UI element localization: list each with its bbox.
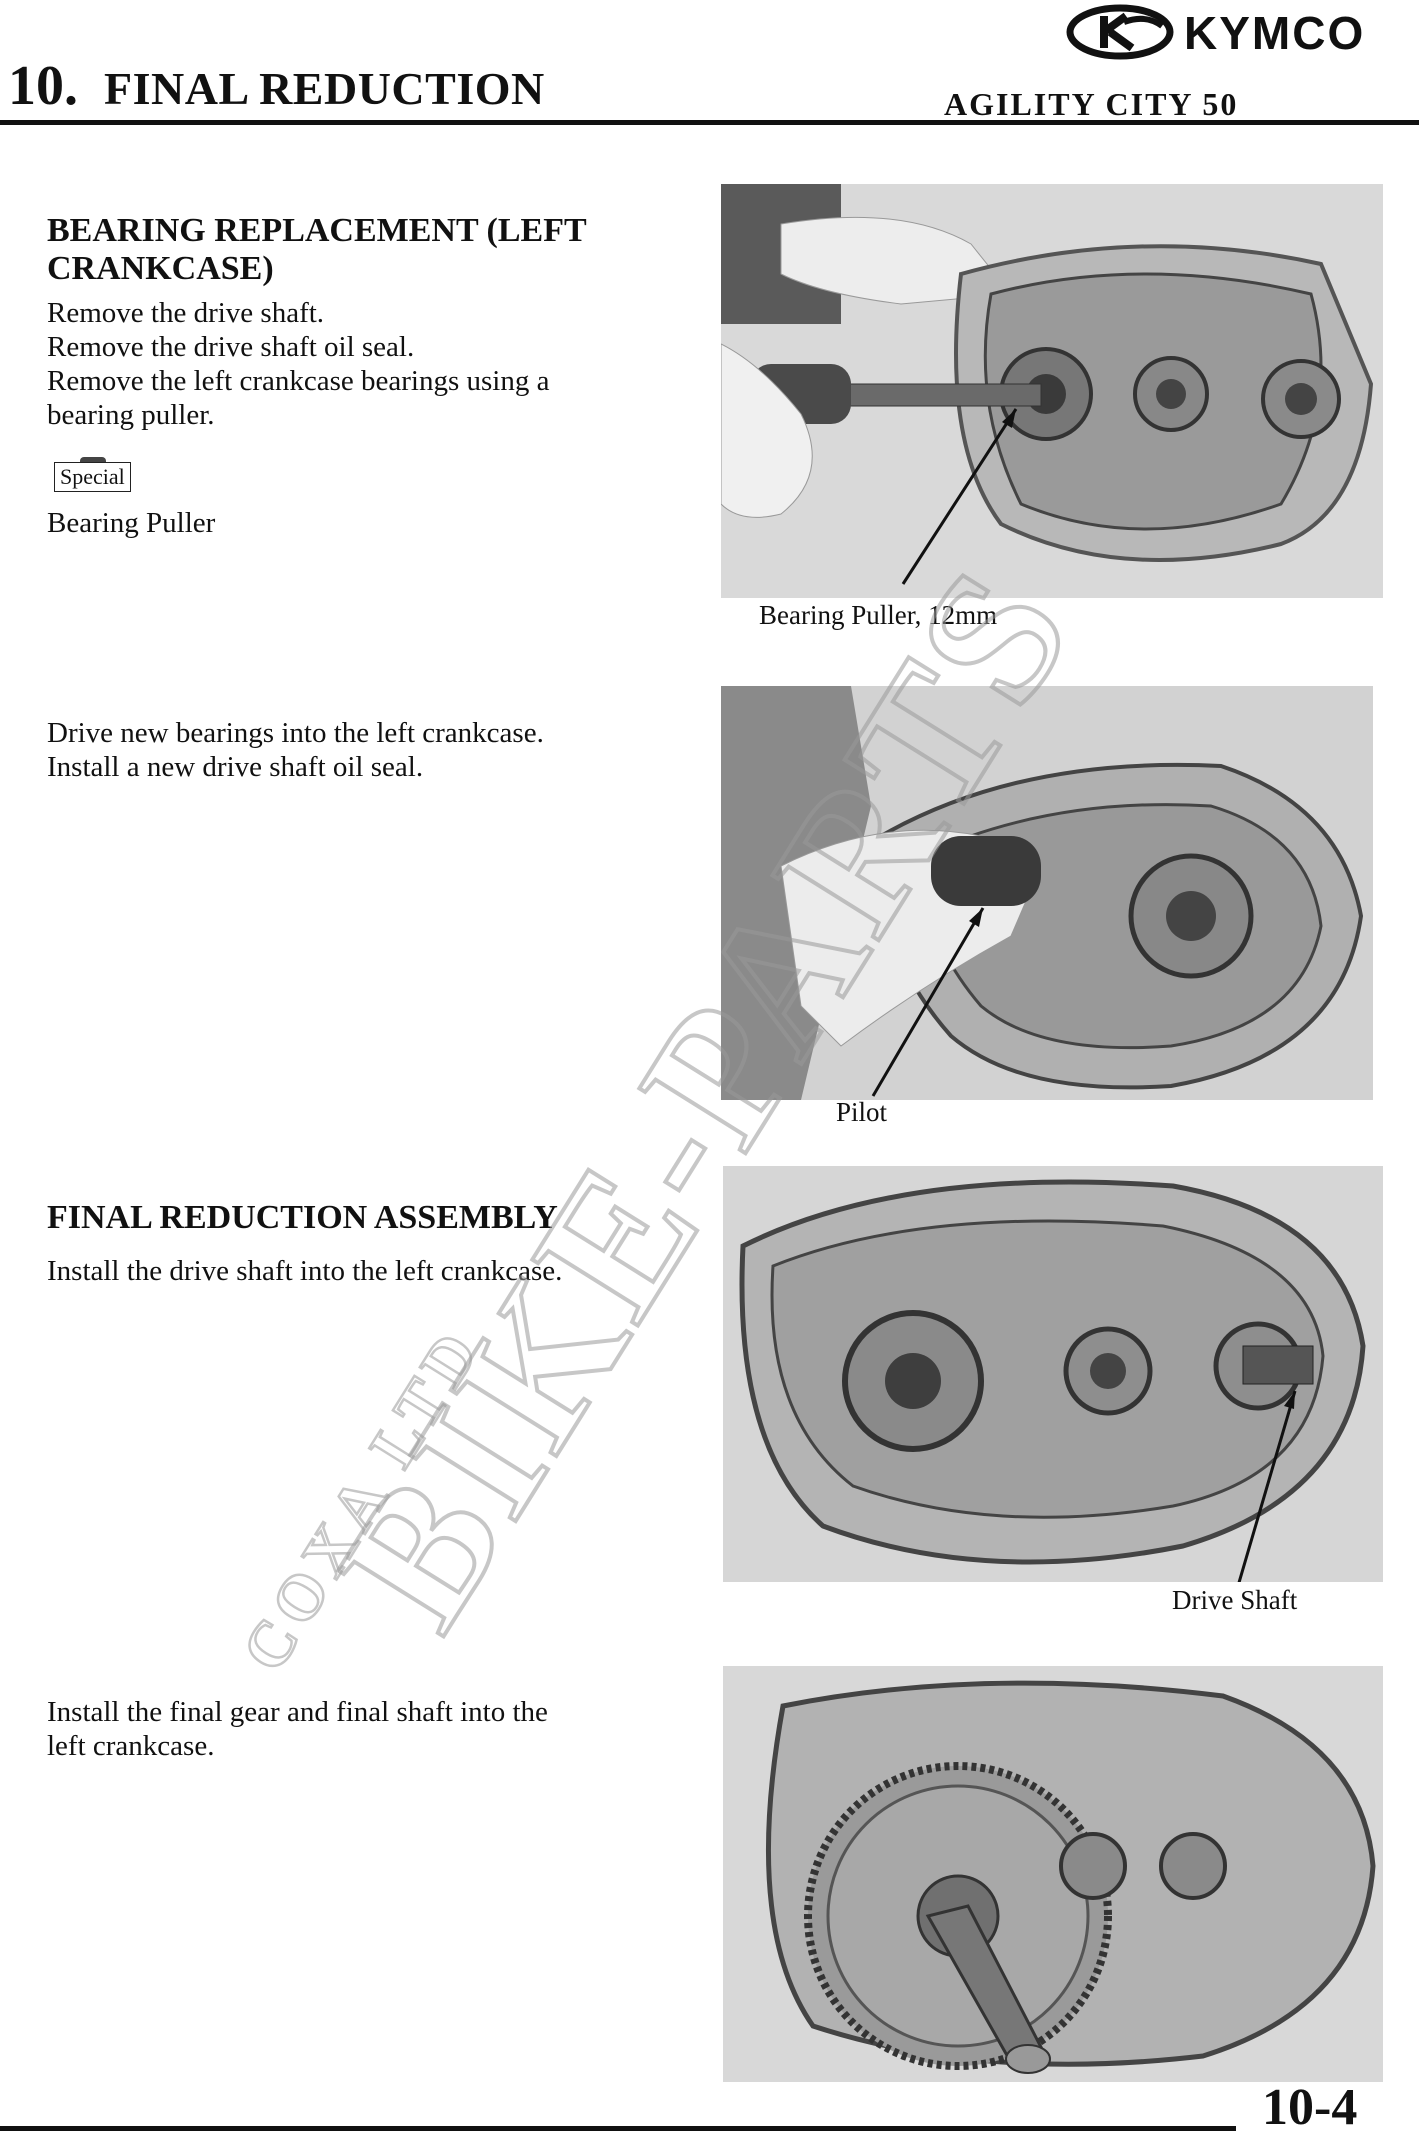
model-name: AGILITY CITY 50 [944,86,1239,122]
heading-line: BEARING REPLACEMENT (LEFT [47,212,587,249]
step-text: left crankcase. [47,1730,215,1762]
section-heading-final-reduction-assembly: FINAL REDUCTION ASSEMBLY [47,1199,558,1236]
special-tool-badge: Special [54,462,131,492]
photo-bearing-puller [721,184,1383,598]
section-heading-bearing-replacement: BEARING REPLACEMENT (LEFT CRANKCASE) [47,212,587,288]
chapter-number: 10. [8,55,78,117]
step-text: Remove the left crankcase bearings using… [47,365,550,397]
step-text: Install the final gear and final shaft i… [47,1696,548,1728]
final-reduction-steps: Install the drive shaft into the left cr… [47,1254,562,1288]
drive-bearings-steps: Drive new bearings into the left crankca… [47,716,544,784]
heading-line: CRANKCASE) [47,250,274,287]
photo-drive-shaft [723,1166,1383,1582]
step-text: Install a new drive shaft oil seal. [47,751,424,783]
footer-divider [0,2126,1236,2131]
logo-text: KYMCO [1184,7,1365,59]
step-text: Remove the drive shaft. [47,297,325,329]
watermark-sub-text: COXA LTD [228,1314,495,1683]
photo-caption-drive-shaft: Drive Shaft [1172,1585,1298,1615]
step-text: Drive new bearings into the left crankca… [47,717,544,749]
photo-caption-bearing-puller: Bearing Puller, 12mm [759,600,998,630]
photo-pilot [721,686,1373,1100]
final-gear-steps: Install the final gear and final shaft i… [47,1695,548,1763]
photo-final-gear [723,1666,1383,2082]
step-text: Install the drive shaft into the left cr… [47,1255,563,1287]
tool-name: Bearing Puller [47,507,216,539]
bearing-replacement-steps: Remove the drive shaft. Remove the drive… [47,296,549,432]
chapter-title: FINAL REDUCTION [104,63,545,114]
step-text: bearing puller. [47,399,215,431]
header-divider [0,120,1419,125]
photo-caption-pilot: Pilot [836,1097,888,1127]
page-number: 10-4 [1262,2079,1358,2136]
kymco-logo: KYMCO [1066,4,1365,60]
step-text: Remove the drive shaft oil seal. [47,331,415,363]
special-tool-icon [80,457,106,464]
